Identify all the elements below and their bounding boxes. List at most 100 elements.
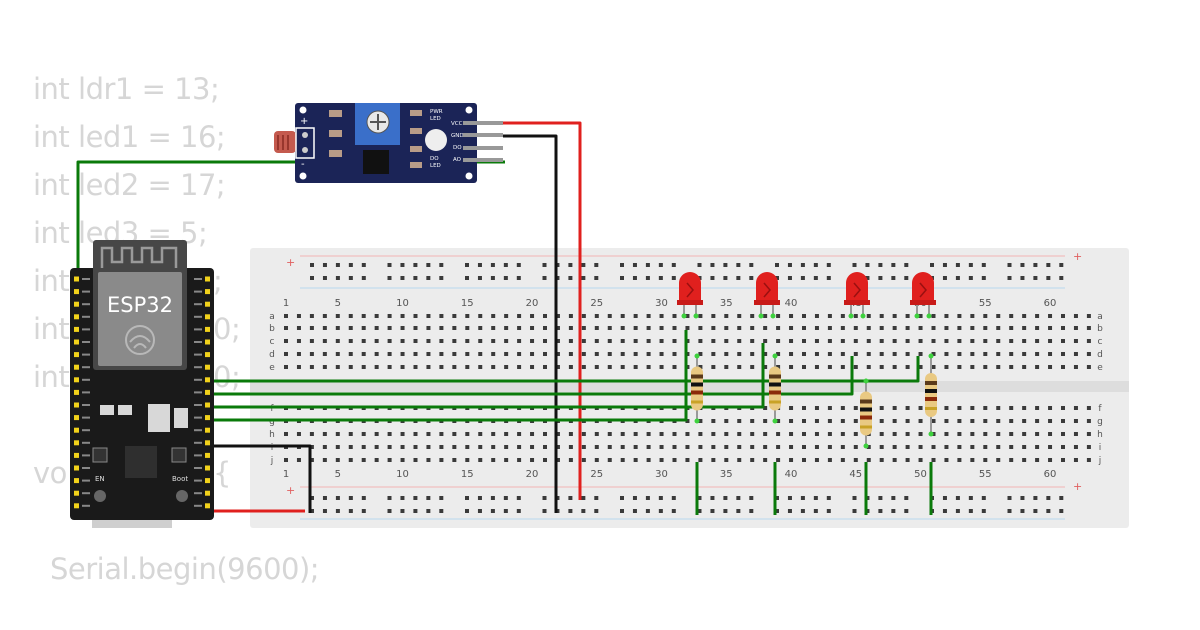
breadboard-hole[interactable] — [1061, 432, 1065, 436]
breadboard-hole[interactable] — [581, 339, 586, 343]
breadboard-hole[interactable] — [439, 365, 444, 369]
rail-hole[interactable] — [658, 263, 663, 267]
breadboard-hole[interactable] — [555, 352, 560, 356]
breadboard-hole[interactable] — [284, 458, 288, 462]
breadboard-hole[interactable] — [374, 432, 379, 436]
breadboard-hole[interactable] — [672, 445, 677, 449]
esp32-pin-left[interactable] — [74, 364, 79, 370]
breadboard-hole[interactable] — [711, 326, 716, 330]
breadboard-hole[interactable] — [517, 314, 522, 318]
breadboard-hole[interactable] — [1022, 458, 1027, 462]
breadboard-hole[interactable] — [568, 326, 573, 330]
breadboard-hole[interactable] — [1009, 314, 1014, 318]
breadboard-hole[interactable] — [711, 314, 716, 318]
breadboard-hole[interactable] — [1035, 314, 1040, 318]
rail-hole[interactable] — [477, 509, 482, 513]
breadboard-hole[interactable] — [1073, 445, 1078, 449]
breadboard-hole[interactable] — [607, 458, 612, 462]
breadboard-hole[interactable] — [879, 326, 884, 330]
breadboard-hole[interactable] — [646, 339, 651, 343]
breadboard-hole[interactable] — [400, 432, 405, 436]
rail-hole[interactable] — [361, 509, 366, 513]
breadboard-hole[interactable] — [1073, 339, 1078, 343]
breadboard-hole[interactable] — [633, 352, 638, 356]
breadboard-hole[interactable] — [646, 365, 651, 369]
breadboard-hole[interactable] — [1086, 458, 1091, 462]
rail-hole[interactable] — [697, 496, 702, 500]
breadboard-hole[interactable] — [439, 326, 444, 330]
breadboard-hole[interactable] — [335, 445, 340, 449]
header-pin-gnd[interactable] — [463, 133, 503, 137]
breadboard-hole[interactable] — [607, 314, 612, 318]
breadboard-hole[interactable] — [827, 339, 832, 343]
rail-hole[interactable] — [490, 263, 495, 267]
rail-hole[interactable] — [426, 496, 431, 500]
breadboard-hole[interactable] — [581, 432, 586, 436]
esp32-pin-left[interactable] — [74, 478, 79, 484]
breadboard-hole[interactable] — [452, 365, 457, 369]
breadboard-hole[interactable] — [620, 432, 625, 436]
breadboard-hole[interactable] — [1035, 326, 1040, 330]
breadboard-hole[interactable] — [322, 365, 327, 369]
breadboard-hole[interactable] — [957, 419, 962, 423]
breadboard-hole[interactable] — [840, 419, 845, 423]
rail-hole[interactable] — [620, 276, 624, 280]
breadboard-hole[interactable] — [957, 314, 962, 318]
rail-hole[interactable] — [361, 276, 366, 280]
breadboard-hole[interactable] — [827, 314, 832, 318]
rail-hole[interactable] — [942, 496, 947, 500]
rail-hole[interactable] — [826, 509, 831, 513]
breadboard-hole[interactable] — [1022, 406, 1027, 410]
breadboard-hole[interactable] — [802, 445, 806, 449]
breadboard-hole[interactable] — [737, 314, 742, 318]
rail-hole[interactable] — [581, 509, 586, 513]
breadboard-hole[interactable] — [776, 314, 781, 318]
breadboard-hole[interactable] — [504, 326, 509, 330]
breadboard-hole[interactable] — [983, 419, 988, 423]
breadboard-hole[interactable] — [452, 432, 457, 436]
esp32-pin-left[interactable] — [74, 326, 79, 332]
rail-hole[interactable] — [787, 263, 792, 267]
breadboard-hole[interactable] — [918, 365, 923, 369]
breadboard-hole[interactable] — [646, 458, 651, 462]
breadboard-hole[interactable] — [685, 314, 690, 318]
breadboard-hole[interactable] — [284, 314, 288, 318]
breadboard-hole[interactable] — [620, 352, 625, 356]
breadboard-hole[interactable] — [931, 445, 936, 449]
esp32-pin-right[interactable] — [205, 314, 210, 320]
breadboard-hole[interactable] — [335, 458, 340, 462]
breadboard-hole[interactable] — [400, 326, 405, 330]
rail-hole[interactable] — [594, 509, 599, 513]
breadboard-hole[interactable] — [361, 458, 366, 462]
rail-hole[interactable] — [568, 263, 573, 267]
breadboard-hole[interactable] — [413, 458, 418, 462]
breadboard-hole[interactable] — [711, 445, 716, 449]
breadboard-hole[interactable] — [361, 352, 366, 356]
breadboard-hole[interactable] — [1048, 326, 1053, 330]
breadboard-hole[interactable] — [426, 326, 431, 330]
breadboard-hole[interactable] — [620, 339, 625, 343]
breadboard-hole[interactable] — [400, 458, 405, 462]
breadboard-hole[interactable] — [763, 326, 768, 330]
breadboard-hole[interactable] — [1086, 326, 1091, 330]
breadboard-hole[interactable] — [491, 458, 496, 462]
breadboard-hole[interactable] — [361, 339, 366, 343]
breadboard-hole[interactable] — [1009, 419, 1014, 423]
rail-hole[interactable] — [620, 496, 624, 500]
breadboard-hole[interactable] — [879, 339, 884, 343]
breadboard-hole[interactable] — [1086, 406, 1091, 410]
breadboard-hole[interactable] — [620, 458, 625, 462]
rail-hole[interactable] — [568, 496, 573, 500]
breadboard-hole[interactable] — [620, 326, 625, 330]
breadboard-hole[interactable] — [322, 339, 327, 343]
breadboard-hole[interactable] — [931, 314, 936, 318]
breadboard-hole[interactable] — [724, 314, 729, 318]
esp32-pin-left[interactable] — [74, 389, 79, 395]
breadboard-hole[interactable] — [802, 314, 806, 318]
breadboard-hole[interactable] — [983, 458, 988, 462]
breadboard-hole[interactable] — [1086, 365, 1091, 369]
rail-hole[interactable] — [904, 276, 909, 280]
breadboard-hole[interactable] — [387, 365, 392, 369]
esp32-pin-right[interactable] — [205, 465, 210, 471]
breadboard-hole[interactable] — [957, 326, 962, 330]
